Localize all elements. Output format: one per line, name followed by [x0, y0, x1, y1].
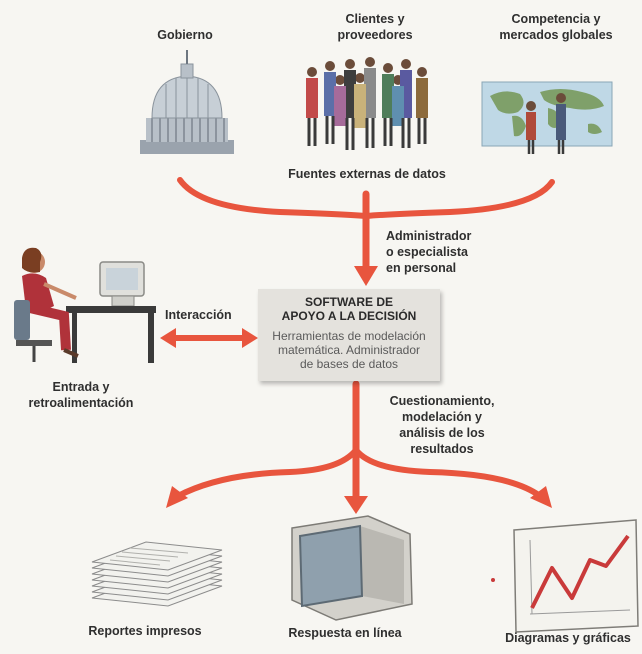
label-gobierno: Gobierno: [157, 28, 213, 42]
world-map-icon: [481, 81, 613, 154]
capitol-icon: [140, 50, 234, 154]
label-cuestionamiento: Cuestionamiento, modelación y análisis d…: [389, 394, 495, 456]
input-arrows: [177, 177, 555, 286]
label-fuentes-externas: Fuentes externas de datos: [288, 167, 446, 181]
printed-reports-icon: [91, 541, 223, 607]
dss-title: SOFTWARE DE APOYO A LA DECISIÓN: [281, 295, 417, 323]
label-interaccion: Interacción: [165, 308, 232, 322]
dss-description: Herramientas de modelación matemática. A…: [272, 329, 426, 371]
output-arrows: [166, 380, 552, 514]
interaction-arrow: [160, 328, 258, 348]
label-entrada: Entrada y retroalimentación: [28, 380, 134, 410]
dss-software-box: SOFTWARE DE APOYO A LA DECISIÓN Herramie…: [258, 289, 440, 381]
online-terminal-icon: [291, 515, 413, 621]
label-clientes: Clientes y proveedores: [337, 12, 413, 42]
user-workstation-icon: [14, 247, 156, 363]
line-graph-icon: [491, 519, 639, 633]
people-group-icon: [306, 57, 428, 150]
label-administrador: Administrador o especialista en personal: [386, 229, 472, 275]
label-respuesta: Respuesta en línea: [288, 626, 402, 640]
label-reportes: Reportes impresos: [88, 624, 202, 638]
label-diagramas: Diagramas y gráficas: [505, 631, 631, 645]
label-competencia: Competencia y mercados globales: [499, 12, 613, 42]
